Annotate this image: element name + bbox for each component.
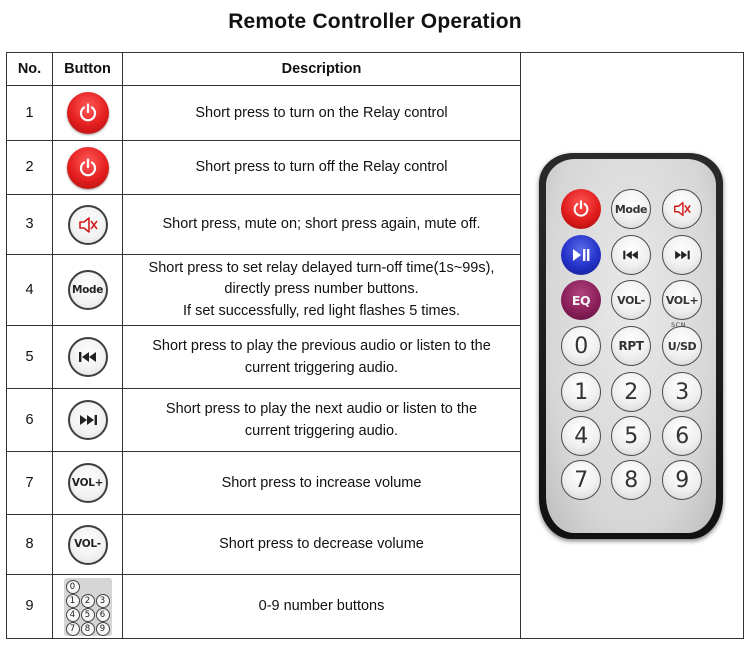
number-pad-icon: 0 1 2 3 4 5 6 7 8 9	[63, 577, 112, 636]
row-description: Short press to play the previous audio o…	[122, 325, 521, 389]
row-number: 7	[6, 451, 53, 515]
pad-key: 7	[65, 621, 80, 636]
description-line: Short press to play the next audio or li…	[165, 400, 478, 417]
remote-eq-key: EQ	[561, 280, 601, 320]
row-button-cell: VOL+	[52, 451, 123, 515]
remote-usd-key: U/SD	[662, 326, 702, 366]
row-number: 9	[6, 574, 53, 639]
remote-next-key	[662, 235, 702, 275]
row-description: Short press to play the next audio or li…	[122, 388, 521, 452]
table-header-row: No. Button Description	[6, 52, 521, 86]
row-number: 1	[6, 85, 53, 141]
description-line: 0-9 number buttons	[258, 598, 385, 615]
remote-key-8: 8	[611, 460, 651, 500]
table-row: 6 Short press to play the next audio or …	[6, 388, 521, 452]
row-description: Short press to increase volume	[122, 451, 521, 515]
row-number: 5	[6, 325, 53, 389]
table-row: 7 VOL+ Short press to increase volume	[6, 451, 521, 515]
pad-key: 5	[80, 607, 95, 622]
header-description: Description	[122, 52, 521, 86]
remote-face: Mode EQ VOL- VOL+ SCN 0 RPT U/SD	[546, 159, 716, 533]
pad-key: 3	[95, 593, 110, 608]
row-number: 6	[6, 388, 53, 452]
pad-key: 1	[65, 593, 80, 608]
remote-play-pause-key	[561, 235, 601, 275]
pad-key: 0	[65, 579, 80, 594]
row-description: Short press to turn on the Relay control	[122, 85, 521, 141]
row-button-cell: 0 1 2 3 4 5 6 7 8 9	[52, 574, 123, 639]
power-off-icon	[66, 146, 109, 189]
row-number: 8	[6, 514, 53, 575]
remote-key-4: 4	[561, 416, 601, 456]
row-number: 3	[6, 194, 53, 255]
row-description: Short press to decrease volume	[122, 514, 521, 575]
row-number: 4	[6, 254, 53, 326]
description-line: directly press number buttons.	[224, 281, 419, 298]
remote-previous-key	[611, 235, 651, 275]
pad-key: 2	[80, 593, 95, 608]
description-line: Short press to turn on the Relay control	[195, 104, 448, 121]
table-row: 5 Short press to play the previous audio…	[6, 325, 521, 389]
row-button-cell	[52, 140, 123, 195]
header-no: No.	[6, 52, 53, 86]
row-button-cell: Mode	[52, 254, 123, 326]
remote-vol-down-key: VOL-	[611, 280, 651, 320]
table-row: 8 VOL- Short press to decrease volume	[6, 514, 521, 575]
row-button-cell	[52, 325, 123, 389]
remote-scn-label: SCN	[671, 321, 687, 329]
remote-vol-up-key: VOL+	[662, 280, 702, 320]
table-row: 2 Short press to turn off the Relay cont…	[6, 140, 521, 195]
remote-power-key	[561, 189, 601, 229]
page-title: Remote Controller Operation	[228, 10, 522, 33]
volume-up-icon: VOL+	[67, 463, 108, 503]
description-line: Short press to play the previous audio o…	[152, 337, 491, 354]
remote-key-3: 3	[662, 372, 702, 412]
remote-key-9: 9	[662, 460, 702, 500]
pad-key: 8	[80, 621, 95, 636]
description-line: current triggering audio.	[244, 360, 399, 376]
header-button: Button	[52, 52, 123, 86]
remote-key-7: 7	[561, 460, 601, 500]
remote-key-6: 6	[662, 416, 702, 456]
row-description: Short press, mute on; short press again,…	[122, 194, 521, 255]
previous-icon	[67, 337, 108, 377]
row-number: 2	[6, 140, 53, 195]
description-line: Short press, mute on; short press again,…	[162, 216, 481, 233]
remote-key-2: 2	[611, 372, 651, 412]
description-line: If set successfully, red light flashes 5…	[183, 302, 460, 319]
row-description: Short press to turn off the Relay contro…	[122, 140, 521, 195]
row-button-cell: VOL-	[52, 514, 123, 575]
description-line: Short press to increase volume	[221, 474, 422, 491]
remote-image-panel: Mode EQ VOL- VOL+ SCN 0 RPT U/SD	[519, 52, 744, 639]
row-description: Short press to set relay delayed turn-of…	[122, 254, 521, 326]
table-row: 3 Short press, mute on; short press agai…	[6, 194, 521, 255]
remote-key-1: 1	[561, 372, 601, 412]
power-on-icon	[66, 92, 109, 134]
description-line: Short press to turn off the Relay contro…	[195, 159, 448, 176]
remote-mode-key: Mode	[611, 189, 651, 229]
table-row: 4 Mode Short press to set relay delayed …	[6, 254, 521, 326]
mode-icon: Mode	[67, 270, 108, 310]
table-row: 1 Short press to turn on the Relay contr…	[6, 85, 521, 141]
row-description: 0-9 number buttons	[122, 574, 521, 639]
row-button-cell	[52, 85, 123, 141]
volume-down-icon: VOL-	[67, 524, 108, 565]
next-icon	[67, 400, 108, 440]
description-line: current triggering audio.	[244, 423, 399, 439]
description-line: Short press to decrease volume	[219, 536, 424, 553]
pad-key: 9	[95, 621, 110, 636]
row-button-cell	[52, 194, 123, 255]
pad-key: 6	[95, 607, 110, 622]
mute-icon	[67, 204, 108, 245]
remote-key-0: 0	[561, 326, 601, 366]
operation-table: No. Button Description 1 Short press to …	[6, 52, 521, 639]
remote-rpt-key: RPT	[611, 326, 651, 366]
remote-key-5: 5	[611, 416, 651, 456]
description-line: Short press to set relay delayed turn-of…	[148, 260, 495, 277]
remote-mute-key	[662, 189, 702, 229]
pad-key: 4	[65, 607, 80, 622]
remote-controller-image: Mode EQ VOL- VOL+ SCN 0 RPT U/SD	[539, 153, 723, 539]
table-row: 9 0 1 2 3 4 5 6 7 8 9 0-9 number buttons	[6, 574, 521, 639]
row-button-cell	[52, 388, 123, 452]
